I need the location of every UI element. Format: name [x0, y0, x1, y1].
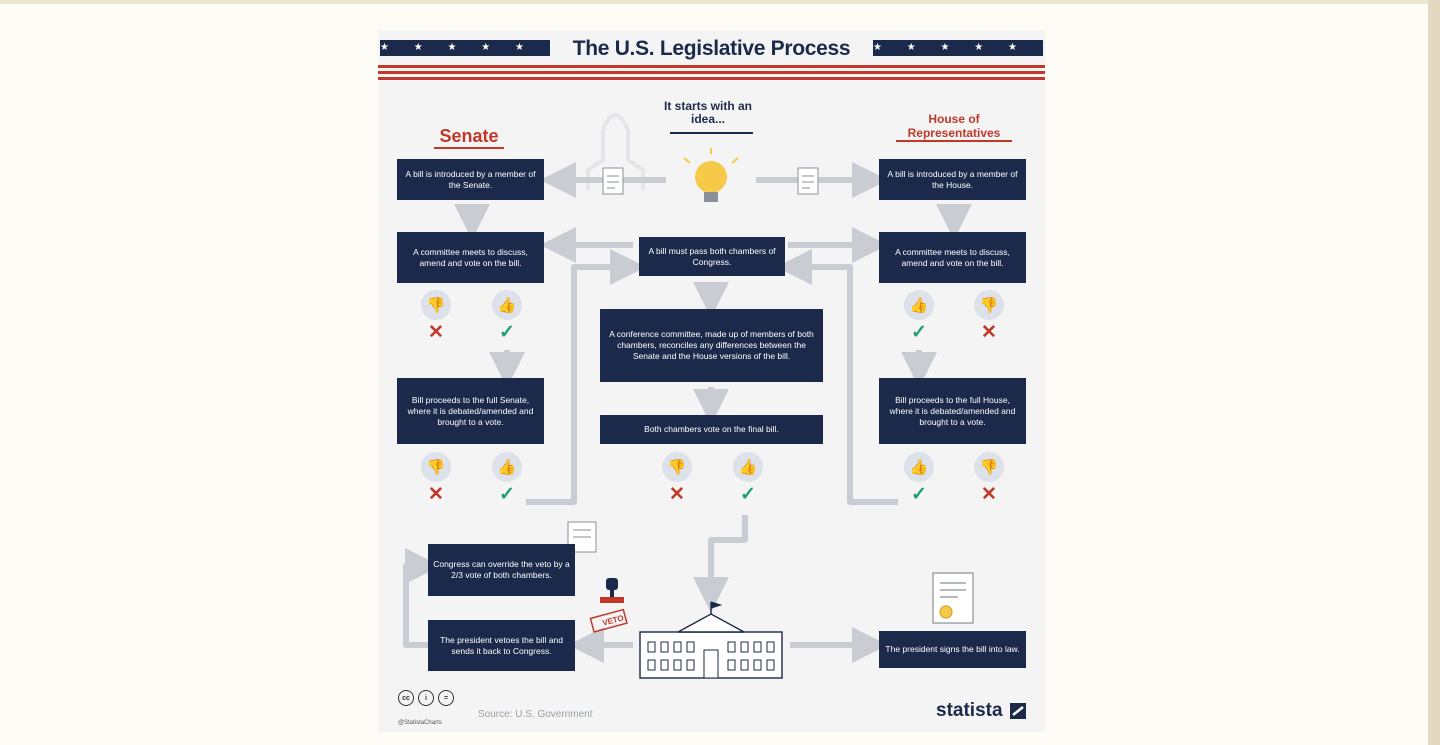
thumbs-up-icon: 👍: [492, 290, 522, 320]
senate-heading: Senate: [434, 126, 504, 149]
house-floor-vote-yes: 👍✓: [904, 452, 934, 512]
house-floor-box: Bill proceeds to the full House, where i…: [879, 378, 1026, 444]
x-icon: ✕: [428, 484, 444, 505]
conference-committee-box: A conference committee, made up of membe…: [600, 309, 823, 382]
statista-logo-glyph: [1012, 706, 1024, 716]
house-committee-vote-yes: 👍✓: [904, 290, 934, 350]
thumbs-down-icon: 👎: [974, 290, 1004, 320]
flag-stripe: [378, 65, 1045, 68]
cc-icon: cc: [398, 690, 414, 706]
start-label: It starts with an idea...: [663, 99, 752, 126]
house-introduce-box: A bill is introduced by a member of the …: [879, 159, 1026, 200]
x-icon: ✕: [428, 322, 444, 343]
x-icon: ✕: [981, 322, 997, 343]
right-scroll-edge: [1428, 0, 1440, 745]
thumbs-up-icon: 👍: [733, 452, 763, 482]
flag-stripe: [378, 71, 1045, 74]
star-bar-right: ★ ★ ★ ★ ★ ★ ★: [873, 40, 1043, 56]
house-committee-vote-no: 👎✕: [974, 290, 1004, 350]
stamp-icon: [600, 578, 624, 603]
flag-stripe: [378, 77, 1045, 80]
statista-handle: @StatistaCharts: [398, 720, 442, 726]
senate-introduce-box: A bill is introduced by a member of the …: [397, 159, 544, 200]
document-icon: [602, 167, 819, 195]
house-committee-box: A committee meets to discuss, amend and …: [879, 232, 1026, 283]
thumbs-down-icon: 👎: [974, 452, 1004, 482]
thumbs-down-icon: 👎: [421, 452, 451, 482]
legislative-process-infographic: ★ ★ ★ ★ ★ ★ ★ The U.S. Legislative Proce…: [378, 30, 1045, 732]
senate-committee-vote-yes: 👍✓: [492, 290, 522, 350]
senate-committee-box: A committee meets to discuss, amend and …: [397, 232, 544, 283]
certificate-icon: [932, 572, 974, 624]
flow-arrows: [403, 113, 974, 679]
senate-floor-box: Bill proceeds to the full Senate, where …: [397, 378, 544, 444]
thumbs-down-icon: 👎: [421, 290, 451, 320]
house-heading: House of Representatives: [896, 112, 1012, 142]
senate-floor-vote-yes: 👍✓: [492, 452, 522, 512]
thumbs-down-icon: 👎: [662, 452, 692, 482]
override-box: Congress can override the veto by a 2/3 …: [428, 544, 575, 596]
final-vote-box: Both chambers vote on the final bill.: [600, 415, 823, 444]
both-chambers-box: A bill must pass both chambers of Congre…: [639, 237, 785, 276]
thumbs-up-icon: 👍: [904, 290, 934, 320]
lightbulb-icon: [683, 148, 739, 202]
house-floor-vote-no: 👎✕: [974, 452, 1004, 512]
veto-box: The president vetoes the bill and sends …: [428, 620, 575, 671]
top-border: [0, 0, 1440, 4]
thumbs-up-icon: 👍: [904, 452, 934, 482]
star-bar-left: ★ ★ ★ ★ ★ ★ ★: [380, 40, 550, 56]
source-note: Source: U.S. Government: [478, 709, 593, 720]
final-vote-yes: 👍✓: [733, 452, 763, 512]
final-vote-no: 👎✕: [662, 452, 692, 512]
senate-floor-vote-no: 👎✕: [421, 452, 451, 512]
creative-commons-badges: cc i =: [398, 690, 458, 710]
nd-icon: =: [438, 690, 454, 706]
infographic-title: The U.S. Legislative Process: [572, 37, 851, 60]
start-underline: [670, 132, 753, 134]
check-icon: ✓: [911, 484, 927, 505]
statista-logo-mark: [1010, 703, 1026, 719]
senate-committee-vote-no: 👎✕: [421, 290, 451, 350]
x-icon: ✕: [669, 484, 685, 505]
signs-law-box: The president signs the bill into law.: [879, 631, 1026, 668]
white-house-icon: [639, 601, 783, 679]
x-icon: ✕: [981, 484, 997, 505]
thumbs-up-icon: 👍: [492, 452, 522, 482]
by-icon: i: [418, 690, 434, 706]
check-icon: ✓: [740, 484, 756, 505]
statista-logo: statista: [936, 700, 1003, 721]
veto-stamp: [589, 608, 628, 633]
check-icon: ✓: [499, 484, 515, 505]
check-icon: ✓: [911, 322, 927, 343]
check-icon: ✓: [499, 322, 515, 343]
capitol-outline: [586, 113, 645, 190]
